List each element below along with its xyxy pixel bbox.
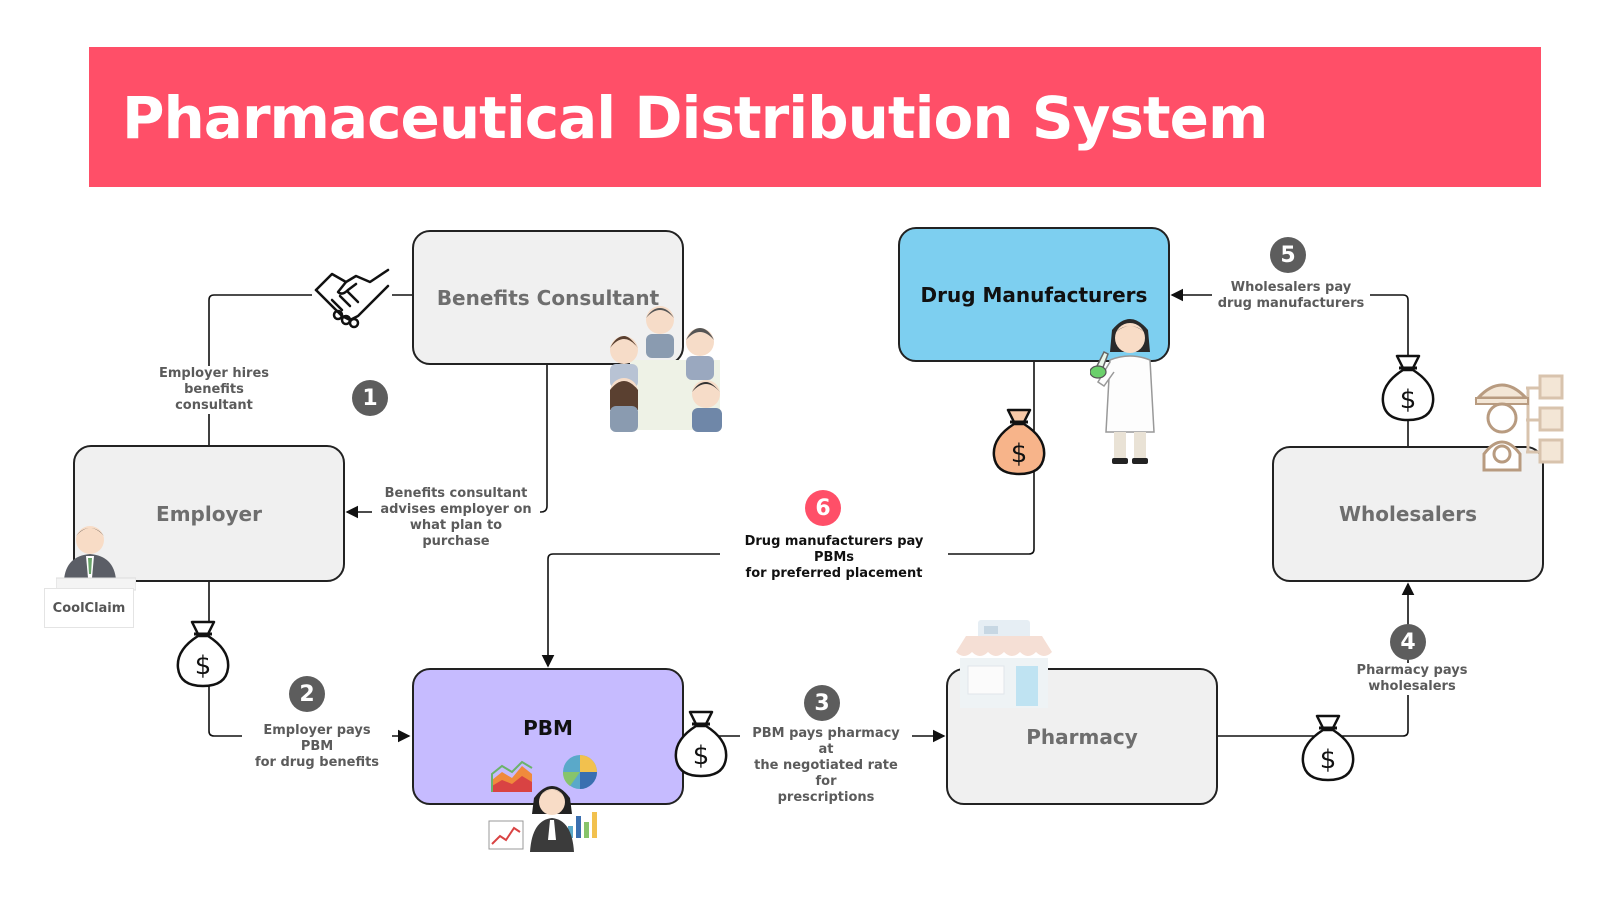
bar-chart-icon — [568, 812, 597, 838]
benefits-consultant-label: Benefits Consultant — [436, 285, 660, 310]
step-6-caption: Drug manufacturers pay PBMs for preferre… — [720, 534, 948, 582]
step-3-badge: 3 — [804, 685, 840, 721]
step-3-text: PBM pays pharmacy at the negotiated rate… — [752, 726, 900, 805]
step-6-text: Drug manufacturers pay PBMs for preferre… — [744, 534, 924, 581]
money-bag-icon: $ — [674, 710, 728, 778]
businesswoman-icon — [530, 786, 574, 852]
businessman-icon — [56, 526, 136, 591]
benefits-consultant-box: Benefits Consultant — [412, 230, 684, 365]
line-chart-icon — [488, 820, 524, 850]
employer-label: Employer — [156, 501, 262, 526]
pie-chart-icon — [562, 755, 597, 789]
svg-text:$: $ — [1320, 745, 1337, 775]
pbm-label: PBM — [523, 716, 573, 740]
store-icon — [956, 620, 1052, 708]
step-5-caption: Wholesalers pay drug manufacturers — [1212, 280, 1370, 312]
area-chart-icon — [491, 760, 533, 792]
svg-text:$: $ — [1400, 385, 1417, 415]
wholesalers-label: Wholesalers — [1338, 502, 1478, 526]
scientist-icon — [1090, 319, 1155, 464]
step-1a-text: Employer hires benefits consultant — [158, 366, 270, 413]
step-1a-caption: Employer hires benefits consultant — [140, 366, 288, 414]
svg-text:$: $ — [693, 741, 710, 771]
step-1b-text: Benefits consultant advises employer on … — [380, 486, 532, 549]
step-4-badge: 4 — [1390, 624, 1426, 660]
money-bag-icon: $ — [1381, 354, 1435, 422]
step-1-badge: 1 — [352, 380, 388, 416]
step-6-badge: 6 — [805, 490, 841, 526]
step-4-text: Pharmacy pays wholesalers — [1356, 663, 1468, 694]
step-5-text: Wholesalers pay drug manufacturers — [1217, 280, 1365, 311]
step-2-caption: Employer pays PBM for drug benefits — [242, 723, 392, 771]
page-title: Pharmaceutical Distribution System — [122, 84, 1268, 152]
meeting-people-icon — [610, 306, 722, 432]
coolclaim-logo-text: CoolClaim — [52, 600, 126, 616]
step-2-badge: 2 — [289, 676, 325, 712]
handshake-icon — [312, 260, 392, 330]
step-2-text: Employer pays PBM for drug benefits — [254, 723, 380, 770]
step-1b-caption: Benefits consultant advises employer on … — [372, 486, 540, 550]
money-bag-icon: $ — [1301, 714, 1355, 782]
pharmacy-label: Pharmacy — [1026, 724, 1138, 749]
coolclaim-logo: CoolClaim — [44, 588, 134, 628]
employer-box: Employer — [73, 445, 345, 582]
step-4-caption: Pharmacy pays wholesalers — [1348, 663, 1476, 695]
svg-text:$: $ — [195, 651, 212, 681]
money-bag-icon: $ — [992, 408, 1046, 476]
step-5-badge: 5 — [1270, 237, 1306, 273]
drug-manufacturers-label: Drug Manufacturers — [920, 282, 1148, 307]
svg-text:$: $ — [1011, 439, 1028, 469]
title-banner: Pharmaceutical Distribution System — [89, 47, 1541, 187]
worker-icon — [1474, 374, 1564, 472]
step-3-caption: PBM pays pharmacy at the negotiated rate… — [740, 726, 912, 806]
money-bag-icon: $ — [176, 620, 230, 688]
